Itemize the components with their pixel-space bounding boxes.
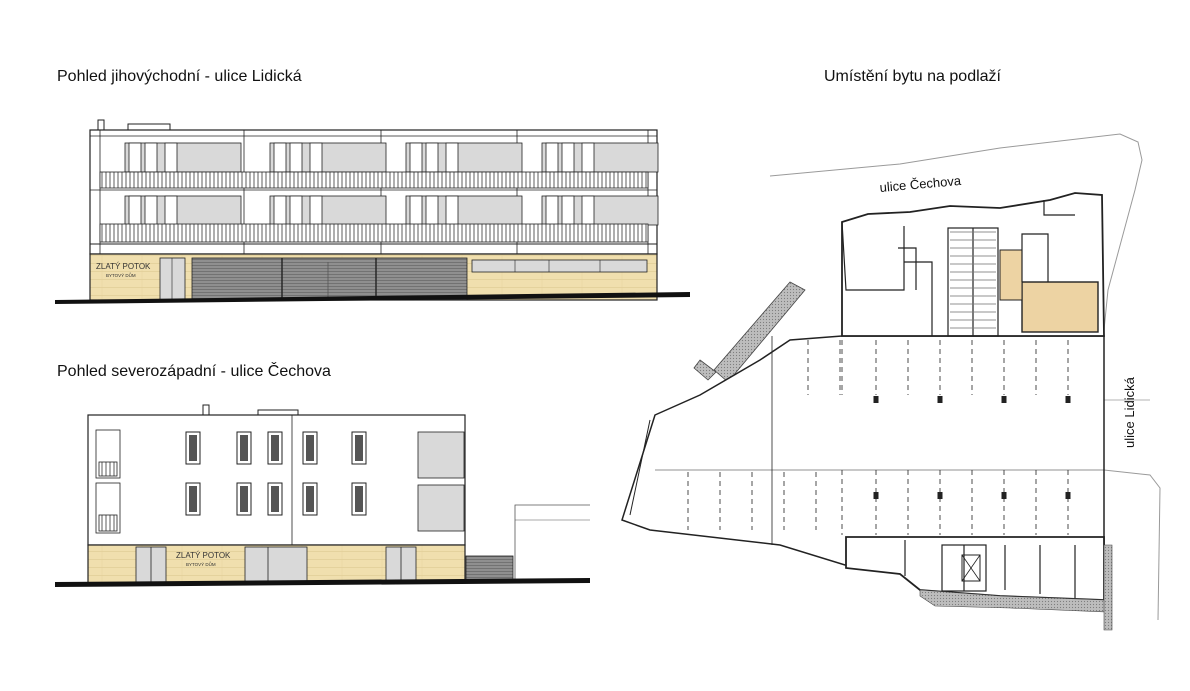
street-outline-top: [769, 133, 1143, 331]
garage-door: [465, 555, 514, 584]
window-frame: [144, 142, 158, 173]
window-pane: [355, 486, 363, 512]
building-sign-subtitle: BYTOVÝ DŮM: [186, 561, 216, 567]
glazing: [541, 195, 659, 226]
highlighted-apartment: [1021, 281, 1099, 333]
window-pane: [355, 435, 363, 461]
glazing: [541, 142, 659, 173]
glazing: [269, 195, 387, 226]
ground-line: [55, 292, 690, 304]
window-pane: [306, 486, 314, 512]
window-frame: [425, 142, 439, 173]
window-frame: [445, 195, 459, 226]
window-pane: [240, 486, 248, 512]
floor-plan: ulice Čechova ulice Lidická: [621, 133, 1161, 631]
ground-line: [55, 578, 590, 587]
window-frame: [581, 142, 595, 173]
pillar: [937, 492, 943, 499]
window-frame: [561, 142, 575, 173]
pillar: [1065, 396, 1071, 403]
chimney: [97, 119, 105, 131]
window-pane: [271, 486, 279, 512]
window-pane: [240, 435, 248, 461]
window-frame: [545, 142, 559, 173]
glazing: [405, 142, 523, 173]
entrance-door: [159, 257, 186, 301]
building-sign-name: ZLATÝ POTOK: [96, 262, 151, 271]
window-frame: [309, 195, 323, 226]
window-pane: [189, 435, 197, 461]
window-frame: [425, 195, 439, 226]
pillar: [873, 492, 879, 499]
window-frame: [273, 142, 287, 173]
window-frame: [128, 195, 142, 226]
window-frame: [445, 142, 459, 173]
pillar: [873, 396, 879, 403]
street-label-cechova: ulice Čechova: [879, 173, 962, 195]
north-west-view-heading: Pohled severozápadní - ulice Čechova: [57, 363, 331, 380]
glazing: [124, 195, 242, 226]
window-frame: [409, 142, 423, 173]
pillar: [1001, 492, 1007, 499]
street-label-lidicka: ulice Lidická: [1122, 376, 1137, 448]
window-pane: [306, 435, 314, 461]
south-east-view-heading: Pohled jihovýchodní - ulice Lidická: [57, 68, 302, 85]
window-frame: [144, 195, 158, 226]
street-outline-right: [1103, 469, 1161, 621]
glazing: [405, 195, 523, 226]
window-frame: [164, 195, 178, 226]
pillar: [1065, 492, 1071, 499]
window-pane: [189, 486, 197, 512]
window-frame: [273, 195, 287, 226]
floor-plan-heading: Umístění bytu na podlaží: [824, 68, 1001, 85]
window-frame: [409, 195, 423, 226]
window-frame: [128, 142, 142, 173]
chimney: [202, 404, 210, 416]
window-frame: [561, 195, 575, 226]
ribbon-window: [471, 259, 648, 273]
building-sign-subtitle: BYTOVÝ DŮM: [106, 272, 136, 278]
pillar: [937, 396, 943, 403]
balcony-railing-upper: [99, 171, 649, 189]
balcony-railing-lower: [99, 223, 649, 243]
pillar: [1001, 396, 1007, 403]
glazing: [269, 142, 387, 173]
window-pane: [271, 435, 279, 461]
garage-doors: [191, 257, 468, 301]
north-west-elevation: ZLATÝ POTOK BYTOVÝ DŮM: [55, 404, 590, 587]
window-frame: [164, 142, 178, 173]
window-frame: [309, 142, 323, 173]
window-frame: [289, 195, 303, 226]
building-sign-name: ZLATÝ POTOK: [176, 551, 231, 560]
window-frame: [581, 195, 595, 226]
south-east-elevation: ZLATÝ POTOK BYTOVÝ DŮM: [55, 119, 690, 304]
glazing: [124, 142, 242, 173]
window-frame: [545, 195, 559, 226]
window-frame: [289, 142, 303, 173]
